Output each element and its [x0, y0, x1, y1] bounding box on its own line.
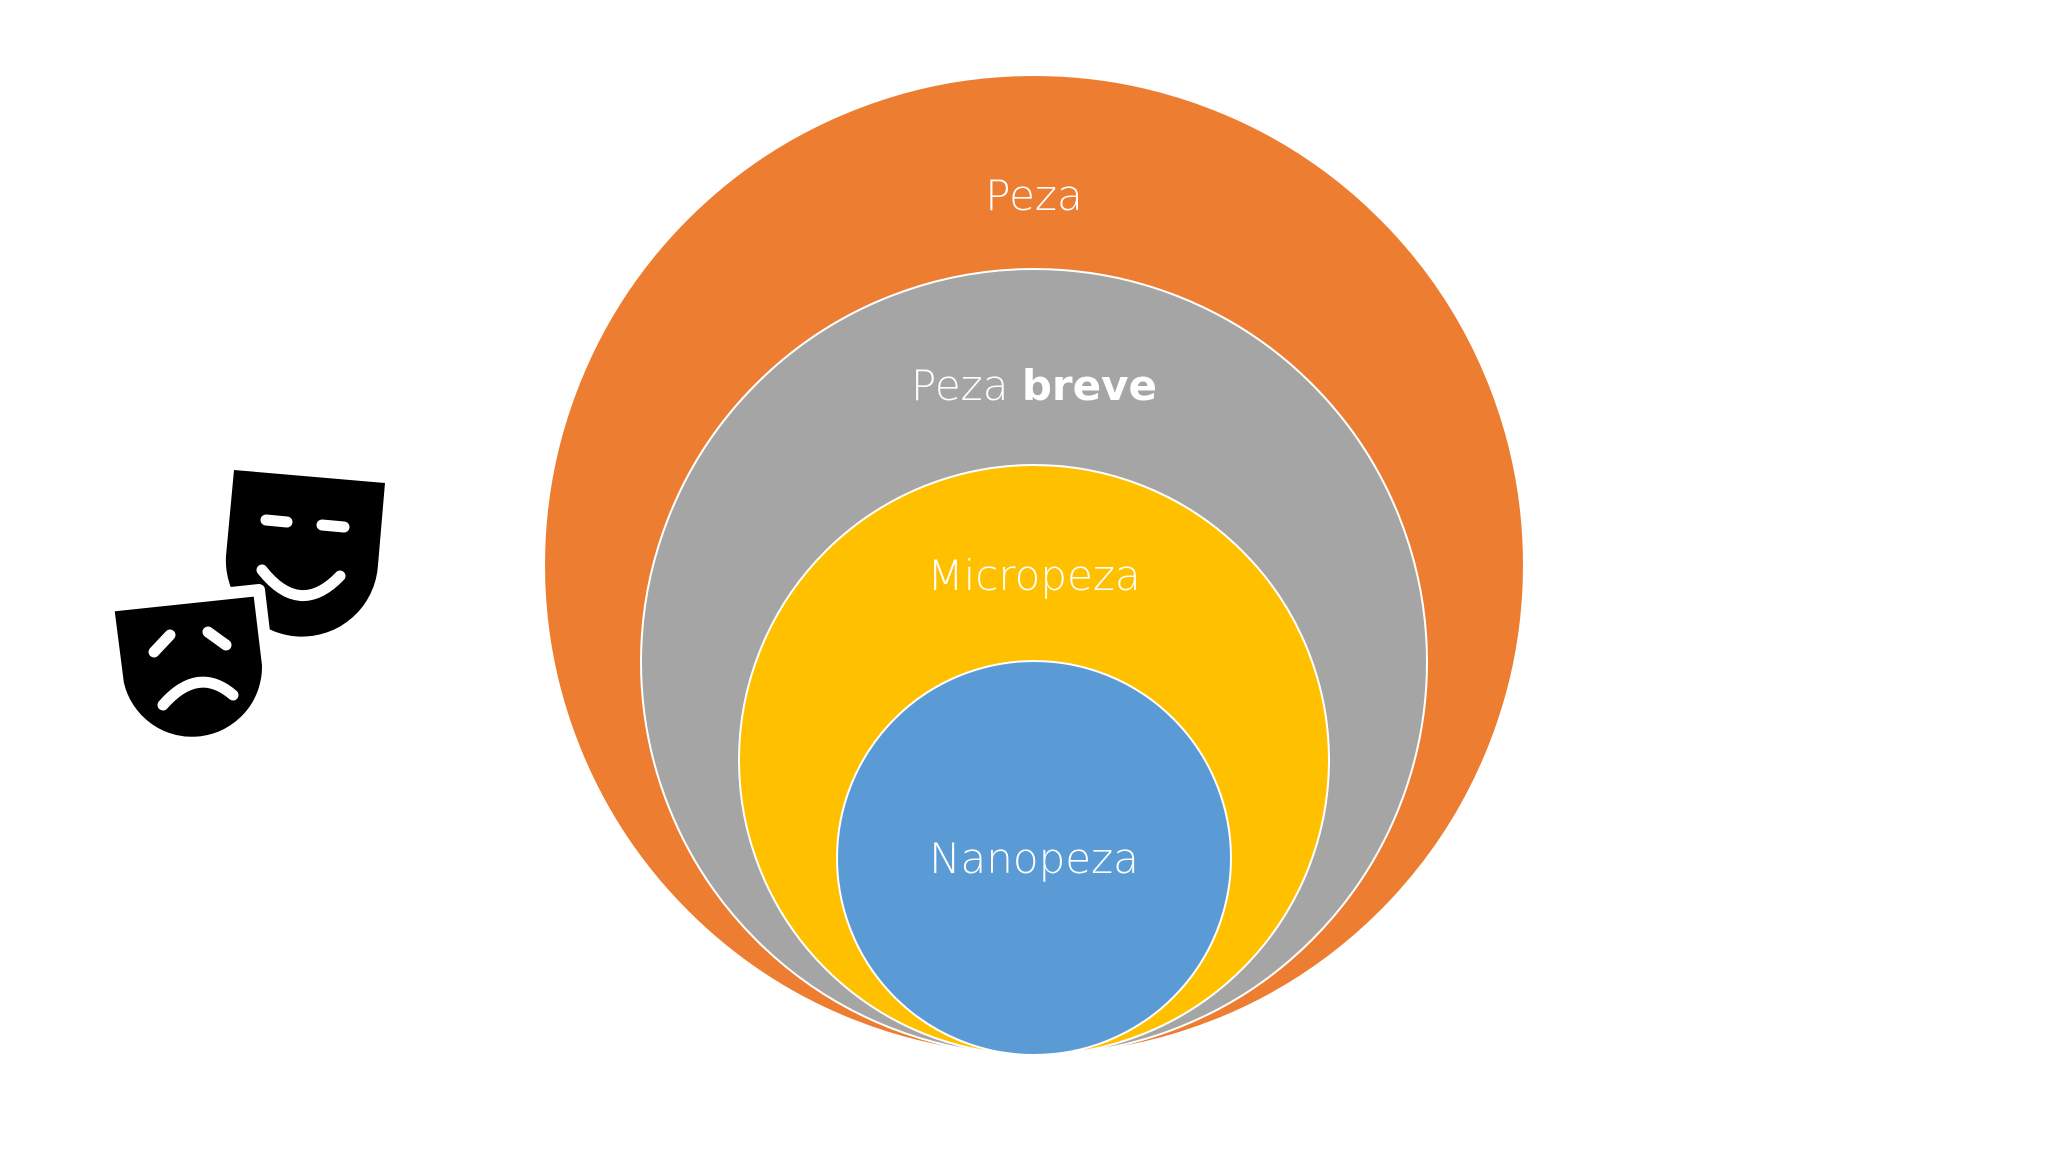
- sad-mask-icon: [102, 584, 275, 749]
- label-peza: Peza: [985, 171, 1082, 220]
- label-nanopeza: Nanopeza: [929, 834, 1139, 883]
- happy-mask-icon: [225, 470, 385, 637]
- theater-masks-icon: [102, 470, 385, 749]
- label-peza-breve-regular: Peza: [911, 361, 1008, 410]
- label-peza-breve-bold: breve: [1022, 361, 1157, 410]
- circle-nanopeza: [836, 660, 1232, 1056]
- label-micropeza: Micropeza: [927, 551, 1140, 600]
- nested-circles-diagram: Peza Peza breve Micropeza Nanopeza: [543, 74, 1525, 1056]
- label-peza-breve: Peza breve: [911, 361, 1157, 410]
